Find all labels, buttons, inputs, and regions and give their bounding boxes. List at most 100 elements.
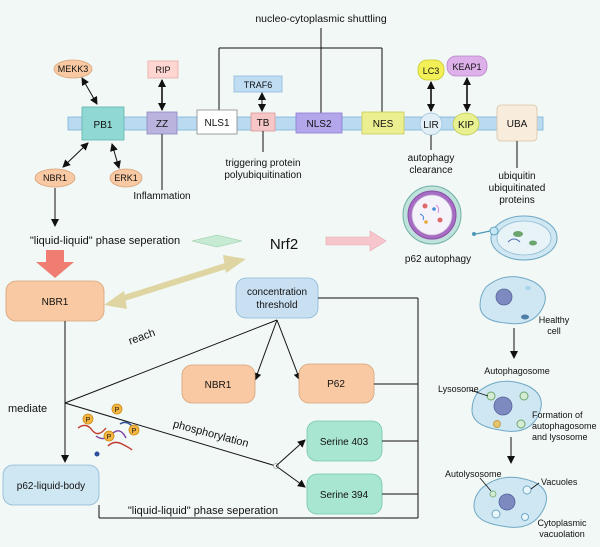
healthy-cell-label-2: cell bbox=[547, 326, 561, 336]
lysosome-pointer bbox=[469, 389, 489, 397]
domain-zz-label: ZZ bbox=[156, 119, 168, 130]
partner-rip: RIP bbox=[147, 60, 179, 79]
domain-uba-label: UBA bbox=[507, 119, 528, 130]
domain-uba: UBA bbox=[496, 104, 538, 142]
serine-394-box: Serine 394 bbox=[306, 473, 383, 515]
autolysosome-label: Autolysosome bbox=[445, 469, 502, 479]
domain-pb1-label: PB1 bbox=[94, 120, 113, 131]
phosphorylation-label: phosphorylation bbox=[172, 418, 250, 450]
domain-nes: NES bbox=[361, 111, 405, 135]
uba-annotation-line2: ubiquitinated bbox=[489, 183, 546, 194]
erk1-pb1-arrow bbox=[110, 143, 121, 169]
lysosome-label: Lysosome bbox=[438, 384, 479, 394]
domain-zz: ZZ bbox=[146, 111, 178, 135]
autophagosome-illustration bbox=[402, 185, 462, 245]
tb-annotation-line2: polyubiquitination bbox=[224, 170, 301, 181]
pink-right-arrow bbox=[325, 230, 387, 252]
cytoplasmic-label-2: vacuolation bbox=[539, 529, 585, 539]
serine-403-box: Serine 403 bbox=[306, 420, 383, 462]
autolysosome-pointer bbox=[479, 477, 492, 492]
partner-traf6-label: TRAF6 bbox=[244, 80, 273, 90]
p-badge-2: P bbox=[115, 407, 120, 414]
domain-lir-label: LIR bbox=[423, 120, 439, 131]
nrf2-label: Nrf2 bbox=[270, 236, 298, 253]
serine-403-label: Serine 403 bbox=[320, 437, 369, 448]
uba-annotation-line1: ubiquitin bbox=[498, 171, 535, 182]
mekk3-pb1-arrow bbox=[81, 77, 98, 105]
red-down-arrow bbox=[36, 250, 74, 278]
nbr1-box: NBR1 bbox=[5, 280, 105, 322]
vacuoles-label: Vacuoles bbox=[541, 477, 578, 487]
formation-label-2: autophagosome bbox=[532, 421, 597, 431]
healthy-cell-label-1: Healthy bbox=[539, 315, 570, 325]
domain-tb: TB bbox=[250, 112, 276, 132]
partner-traf6: TRAF6 bbox=[233, 75, 283, 93]
partner-nbr1-top-label: NBR1 bbox=[43, 173, 67, 183]
tan-double-arrow bbox=[104, 255, 246, 309]
concentration-label-line1: concentration bbox=[247, 287, 307, 298]
formation-label-1: Formation of bbox=[532, 410, 583, 420]
lysosome-fusion-illustration bbox=[472, 215, 558, 261]
feedback-bracket bbox=[98, 297, 419, 519]
p-badge-4: P bbox=[132, 428, 137, 435]
domain-nes-label: NES bbox=[373, 119, 394, 130]
p62-liquid-body-label: p62-liquid-body bbox=[17, 481, 85, 492]
tb-annotation-line1: triggering protein bbox=[225, 158, 300, 169]
p62-liquid-body-box: p62-liquid-body bbox=[2, 464, 100, 506]
formation-label-3: and lysosome bbox=[532, 432, 588, 442]
reach-line bbox=[64, 319, 278, 404]
partner-mekk3: MEKK3 bbox=[53, 59, 93, 79]
lir-annotation-line2: clearance bbox=[409, 165, 453, 176]
concentration-label-line2: threshold bbox=[256, 300, 297, 311]
shuttling-bracket bbox=[218, 28, 383, 113]
serine-394-label: Serine 394 bbox=[320, 490, 369, 501]
domain-pb1: PB1 bbox=[81, 106, 125, 141]
cytoplasmic-label-1: Cytoplasmic bbox=[537, 518, 587, 528]
vacuolated-cell-illustration bbox=[473, 476, 547, 528]
partner-lc3: LC3 bbox=[417, 59, 445, 81]
p-badge-1: P bbox=[86, 417, 91, 424]
autophagosome-label: Autophagosome bbox=[484, 366, 550, 376]
phosphorylated-proteins-illustration: P P P P bbox=[77, 403, 140, 457]
domain-nls1-label: NLS1 bbox=[204, 118, 229, 129]
domain-lir: LIR bbox=[419, 112, 443, 136]
healthy-cell-illustration bbox=[479, 276, 546, 325]
green-diamond bbox=[191, 234, 243, 248]
nbr1-box-label: NBR1 bbox=[42, 297, 69, 308]
partner-nbr1-top: NBR1 bbox=[34, 168, 76, 188]
mediate-label: mediate bbox=[8, 403, 47, 415]
p-badge-3: P bbox=[107, 434, 112, 441]
partner-lc3-label: LC3 bbox=[423, 66, 440, 76]
to-serine403-arrow bbox=[275, 439, 306, 467]
domain-tb-label: TB bbox=[257, 118, 270, 129]
llps-top-label: "liquid-liquid" phase seperation bbox=[30, 235, 180, 247]
domain-nls2: NLS2 bbox=[295, 112, 343, 134]
autophagosome-cell-illustration bbox=[471, 380, 542, 432]
partner-keap1-label: KEAP1 bbox=[452, 62, 481, 72]
concentration-threshold-box: concentration threshold bbox=[235, 277, 319, 319]
p62-box: P62 bbox=[298, 363, 375, 404]
partner-rip-label: RIP bbox=[155, 65, 170, 75]
shuttling-label: nucleo-cytoplasmic shuttling bbox=[255, 13, 386, 25]
partner-erk1: ERK1 bbox=[109, 168, 143, 188]
p62-autophagy-label: p62 autophagy bbox=[405, 254, 471, 265]
domain-nls2-label: NLS2 bbox=[306, 119, 331, 130]
conc-p62-arrow bbox=[276, 319, 302, 381]
to-serine394-arrow bbox=[275, 465, 306, 488]
llps-bottom-label: "liquid-liquid" phase seperation bbox=[128, 505, 278, 517]
partner-erk1-label: ERK1 bbox=[114, 173, 138, 183]
phosphorylation-line bbox=[64, 402, 277, 467]
nbr1-pb1-arrow bbox=[62, 142, 89, 168]
inflammation-label: Inflammation bbox=[133, 191, 190, 202]
nbr1-small-box: NBR1 bbox=[181, 364, 256, 404]
nbr1-small-label: NBR1 bbox=[205, 380, 232, 391]
lir-annotation-line1: autophagy bbox=[408, 153, 455, 164]
conc-nbr1-arrow bbox=[253, 319, 278, 381]
partner-keap1: KEAP1 bbox=[446, 55, 488, 77]
vacuoles-pointer bbox=[530, 482, 540, 490]
uba-annotation-line3: proteins bbox=[499, 195, 535, 206]
p62-box-label: P62 bbox=[327, 379, 345, 390]
domain-nls1: NLS1 bbox=[196, 109, 238, 135]
partner-mekk3-label: MEKK3 bbox=[58, 64, 89, 74]
